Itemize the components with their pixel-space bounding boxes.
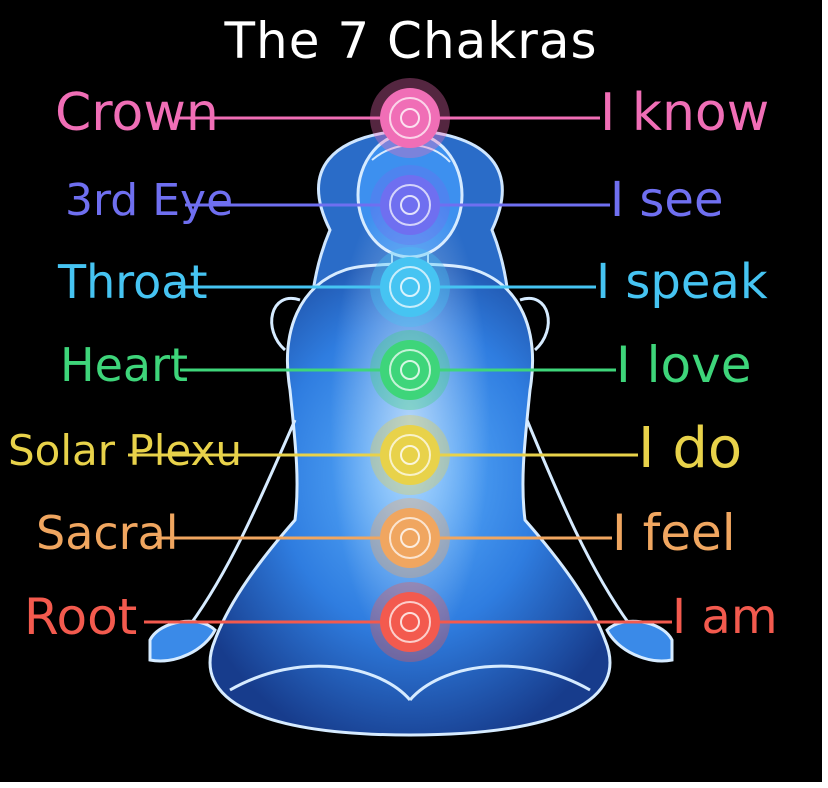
chakra-dot-solar-plexu <box>370 415 450 495</box>
chakra-name-label: Root <box>24 588 138 646</box>
chakra-affirmation-label: I am <box>672 589 778 646</box>
chakra-dot-sacral <box>370 498 450 578</box>
chakra-affirmation-label: I do <box>638 416 743 482</box>
chakra-affirmation-label: I love <box>616 336 752 394</box>
chakra-dot-3rd-eye <box>370 165 450 245</box>
left-hand-shape <box>148 619 217 663</box>
chakra-dot-throat <box>370 247 450 327</box>
right-hand-shape <box>605 619 674 663</box>
chakra-affirmation-label: I feel <box>612 504 736 562</box>
chakra-dot-crown <box>370 78 450 158</box>
chakra-name-label: Heart <box>60 338 189 393</box>
chakra-name-label: 3rd Eye <box>65 174 234 226</box>
chakra-affirmation-label: I speak <box>596 254 768 311</box>
chakra-name-label: Solar Plexu <box>8 425 242 475</box>
chakra-name-label: Sacral <box>36 506 179 561</box>
chakra-name-label: Throat <box>58 255 208 310</box>
diagram-title: The 7 Chakras <box>224 12 598 70</box>
chakra-dot-heart <box>370 330 450 410</box>
chakra-name-label: Crown <box>55 82 219 143</box>
chakra-affirmation-label: I know <box>600 82 770 143</box>
chakra-affirmation-label: I see <box>610 172 724 229</box>
chakra-dot-root <box>370 582 450 662</box>
chakra-points <box>370 78 450 662</box>
